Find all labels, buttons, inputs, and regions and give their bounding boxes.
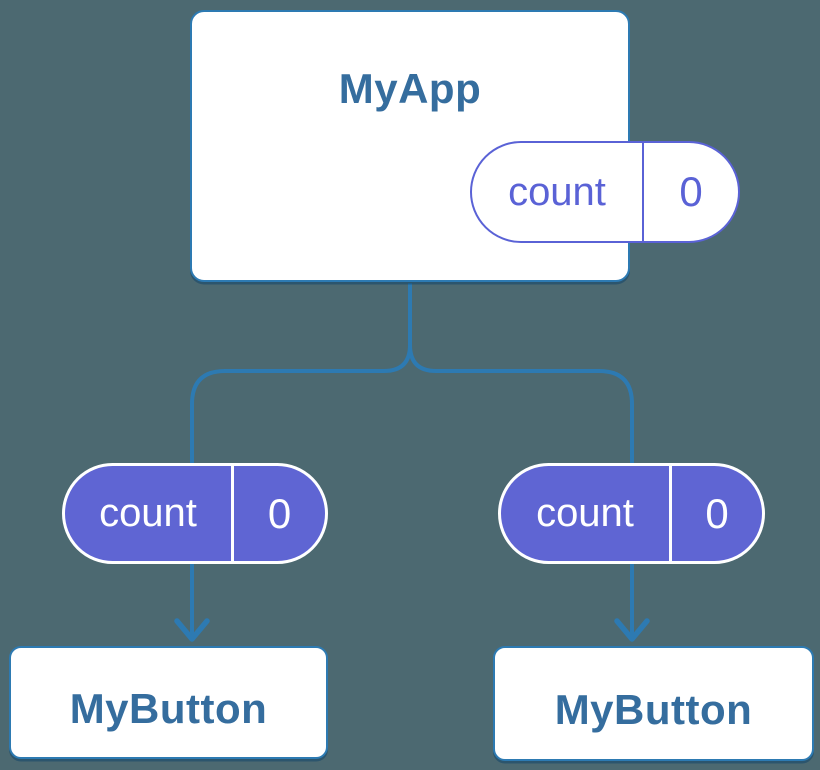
component-title: MyButton	[69, 684, 268, 732]
state-pill-right-child: count 0	[498, 463, 765, 564]
state-label: count	[65, 466, 234, 561]
arrowhead-right-icon	[614, 618, 650, 642]
component-title: MyApp	[338, 65, 482, 112]
component-title: MyButton	[554, 685, 753, 733]
connector-branch-right	[408, 344, 634, 636]
component-card-mybutton-right: MyButton	[493, 646, 814, 761]
arrowhead-left-icon	[174, 618, 210, 642]
connector-branch-left	[190, 344, 412, 636]
state-value: 0	[705, 489, 729, 537]
component-card-mybutton-left: MyButton	[9, 646, 328, 759]
state-label: count	[472, 143, 644, 241]
component-card-myapp: MyApp count 0	[190, 10, 740, 282]
state-label: count	[501, 466, 672, 561]
state-pill-left-child: count 0	[62, 463, 328, 564]
state-pill-root: count 0	[470, 141, 740, 243]
state-value: 0	[679, 168, 703, 215]
state-value: 0	[267, 489, 292, 537]
